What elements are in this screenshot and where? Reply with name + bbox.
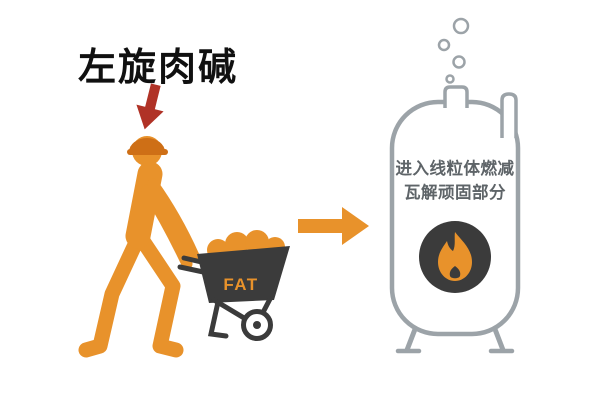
right-arrow-icon (298, 207, 369, 245)
wheelbarrow: FAT (177, 230, 290, 341)
down-arrow-head (136, 104, 164, 130)
bubble-icon (437, 38, 451, 52)
bubble-icon (445, 74, 455, 84)
worker-front-leg (133, 230, 184, 358)
down-arrow-shaft (144, 83, 161, 112)
bubble-icon (452, 17, 470, 35)
tank-caption-line2: 瓦解顽固部分 (404, 182, 506, 202)
barrow-bucket (197, 246, 290, 303)
hard-hat-brim (127, 149, 168, 155)
bubble-icon (452, 55, 466, 69)
flame-inner-notch (449, 266, 461, 279)
tank-body (389, 99, 521, 337)
down-arrow-icon (136, 83, 164, 130)
worker-back-leg (78, 228, 147, 358)
tank-pipe (500, 92, 518, 138)
fat-pile-lump (245, 230, 269, 254)
hard-hat-icon (129, 138, 165, 152)
flame-icon (438, 232, 472, 281)
tank-caption-line1: 进入线粒体燃减 (396, 158, 515, 178)
title-label: 左旋肉碱 (78, 47, 238, 89)
worker-arm-near (147, 178, 200, 262)
fat-label: FAT (223, 275, 258, 294)
barrow-support-leg (207, 299, 229, 339)
tank-neck (443, 85, 469, 108)
fat-burner-tank: 进入线粒体燃减 瓦解顽固部分 (389, 17, 521, 354)
worker-figure (78, 161, 200, 358)
fat-pile-lump (225, 232, 249, 256)
barrow-wheel-hub (253, 321, 261, 329)
